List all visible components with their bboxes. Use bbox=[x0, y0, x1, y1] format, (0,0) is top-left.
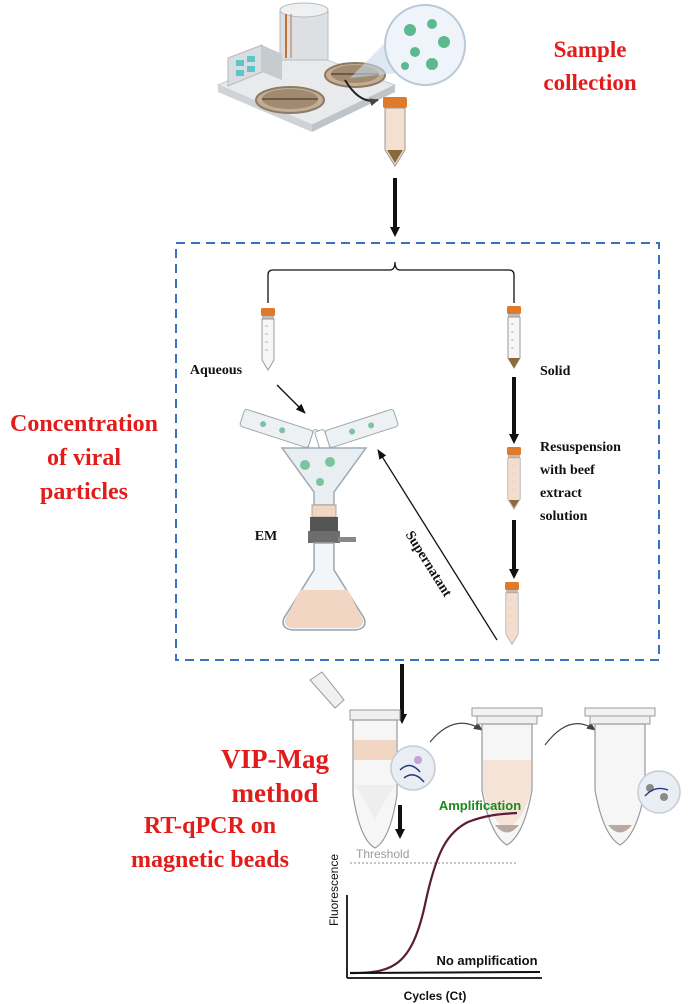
resuspension-line: solution bbox=[540, 509, 588, 524]
pcr-chart: Threshold Amplification No amplification… bbox=[327, 798, 542, 1003]
concentration-box bbox=[175, 242, 660, 661]
stage-title-line: of viral bbox=[47, 445, 121, 471]
stage-title-concentration: Concentration of viral particles bbox=[10, 411, 158, 505]
stage-title-line: Sample bbox=[554, 37, 627, 62]
clarifier-tank bbox=[255, 86, 325, 114]
aqueous-label: Aqueous bbox=[190, 363, 243, 378]
storage-tank bbox=[279, 2, 329, 61]
series-no-amplification-line bbox=[349, 971, 541, 974]
series-no-amplification-label: No amplification bbox=[436, 953, 537, 968]
stage-title-line: particles bbox=[40, 479, 128, 505]
stage-title-line: magnetic beads bbox=[131, 847, 289, 873]
stage-title-line: Concentration bbox=[10, 411, 158, 437]
vipmag-tube-1 bbox=[309, 671, 401, 849]
centrifuge-tube-left bbox=[239, 409, 324, 454]
aqueous-arrow bbox=[276, 384, 306, 414]
split-bracket bbox=[267, 261, 515, 303]
virus-magnifier bbox=[350, 4, 466, 86]
transfer-arrow bbox=[544, 722, 596, 746]
vipmag-magnifier bbox=[390, 745, 436, 791]
collection-tube bbox=[383, 97, 407, 167]
em-label: EM bbox=[255, 529, 278, 544]
vipmag-tube-2 bbox=[471, 707, 543, 846]
stage-title-line: method bbox=[232, 778, 319, 808]
centrifuge-tube-right bbox=[314, 409, 399, 454]
stage-title-line: collection bbox=[543, 70, 636, 95]
filter-funnel bbox=[280, 447, 368, 506]
stage-title-line: RT-qPCR on bbox=[144, 813, 276, 839]
resuspension-line: Resuspension bbox=[540, 440, 621, 455]
series-amplification-line bbox=[349, 811, 518, 975]
control-building bbox=[227, 44, 282, 87]
supernatant-label: Supernatant bbox=[402, 529, 454, 601]
stage-title-line: VIP-Mag bbox=[221, 744, 329, 774]
stage-title-rtqpcr: RT-qPCR on magnetic beads bbox=[131, 813, 289, 873]
resuspension-label: Resuspension with beef extract solution bbox=[540, 440, 621, 524]
filtration-apparatus bbox=[239, 409, 399, 631]
solid-label: Solid bbox=[540, 364, 571, 379]
resuspension-line: extract bbox=[540, 486, 582, 501]
vipmag-tube-3 bbox=[584, 707, 656, 846]
supernatant-arrow bbox=[377, 449, 498, 641]
beads-magnifier bbox=[637, 770, 681, 814]
aqueous-tube bbox=[260, 307, 276, 371]
threshold-label: Threshold bbox=[356, 847, 409, 861]
treatment-plant-illustration bbox=[216, 2, 397, 132]
series-amplification-label: Amplification bbox=[439, 798, 521, 813]
y-axis-label: Fluorescence bbox=[327, 854, 341, 926]
stage-title-vip-mag: VIP-Mag method bbox=[221, 744, 329, 808]
sampling-arrow bbox=[344, 79, 379, 106]
transfer-arrow bbox=[429, 722, 483, 743]
x-axis-label: Cycles (Ct) bbox=[404, 989, 467, 1003]
resuspension-line: with beef bbox=[540, 463, 595, 478]
stage-title-sample-collection: Sample collection bbox=[543, 37, 636, 95]
